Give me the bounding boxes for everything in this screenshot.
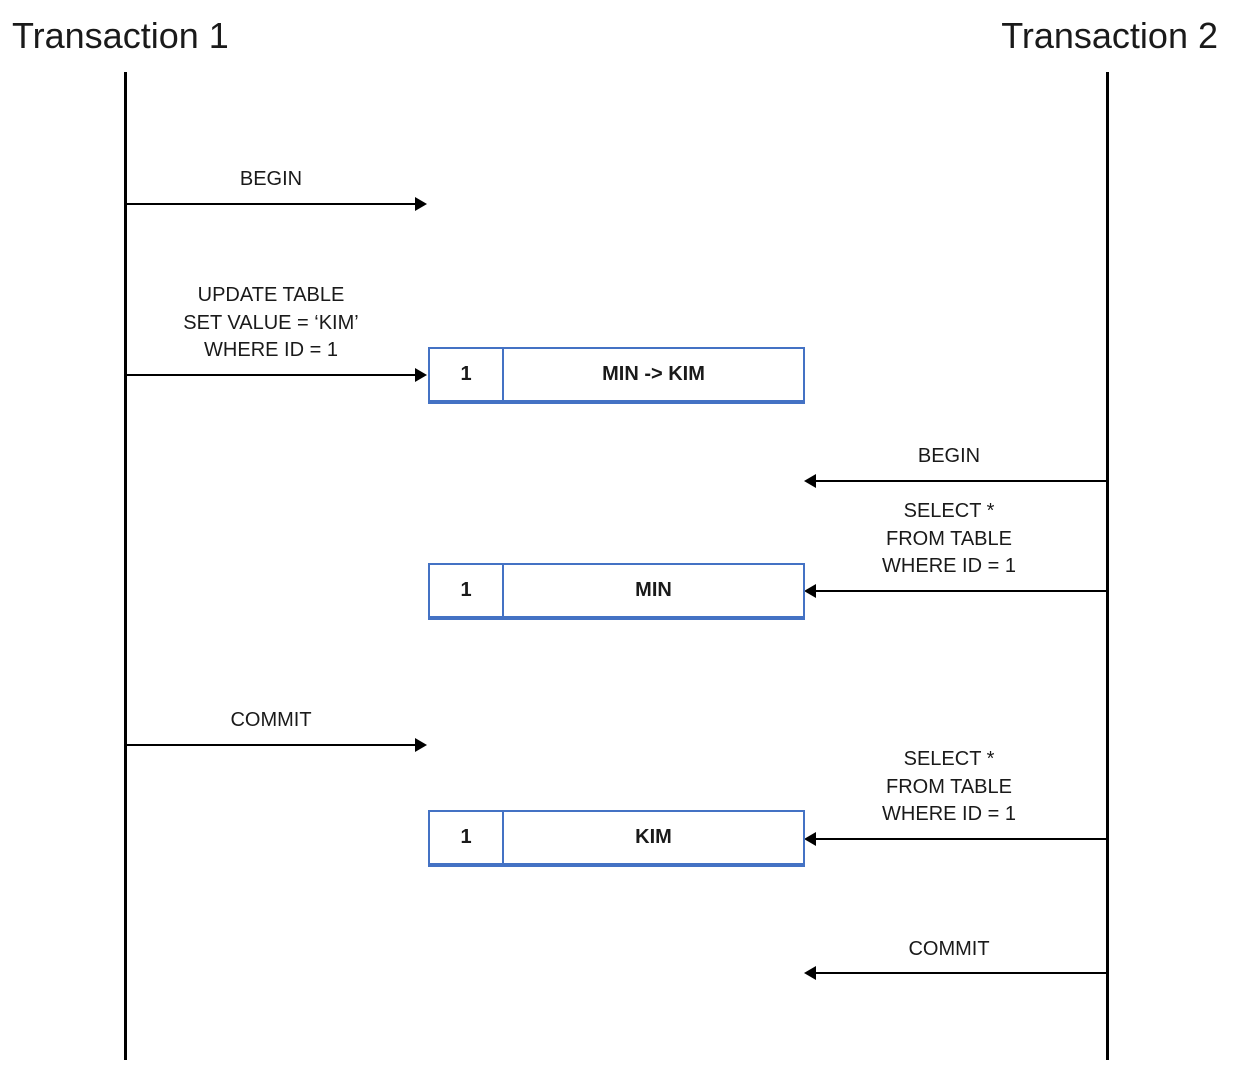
table-row-read-2: 1 KIM: [428, 810, 805, 867]
t1-commit-label: COMMIT: [230, 709, 312, 731]
t2-begin-arrow: [804, 474, 1106, 488]
t1-commit-arrow: [127, 738, 427, 752]
transaction-2-title: Transaction 2: [1001, 15, 1218, 56]
t2-select1-arrow: [804, 584, 1106, 598]
row-id: 1: [430, 565, 504, 616]
row-value: MIN: [635, 579, 672, 601]
t1-update-arrow: [127, 368, 427, 382]
transaction-1-lifeline: [124, 72, 127, 1060]
transaction-1-title: Transaction 1: [12, 15, 229, 56]
t2-select2-arrow: [804, 832, 1106, 846]
row-id: 1: [430, 812, 504, 863]
t1-begin-label: BEGIN: [239, 168, 303, 190]
t1-update-label: UPDATE TABLE SET VALUE = ‘KIM’ WHERE ID …: [183, 284, 359, 361]
row-id: 1: [430, 349, 504, 400]
table-row-read-1: 1 MIN: [428, 563, 805, 620]
row-value: MIN -> KIM: [602, 363, 705, 385]
table-row-update: 1 MIN -> KIM: [428, 347, 805, 404]
row-value: KIM: [635, 826, 672, 848]
t1-begin-arrow: [127, 197, 427, 211]
t2-begin-label: BEGIN: [917, 445, 981, 467]
t2-commit-arrow: [804, 966, 1106, 980]
transaction-2-lifeline: [1106, 72, 1109, 1060]
t2-select2-label: SELECT * FROM TABLE WHERE ID = 1: [882, 748, 1016, 825]
t2-commit-label: COMMIT: [908, 938, 990, 960]
t2-select1-label: SELECT * FROM TABLE WHERE ID = 1: [882, 500, 1016, 577]
